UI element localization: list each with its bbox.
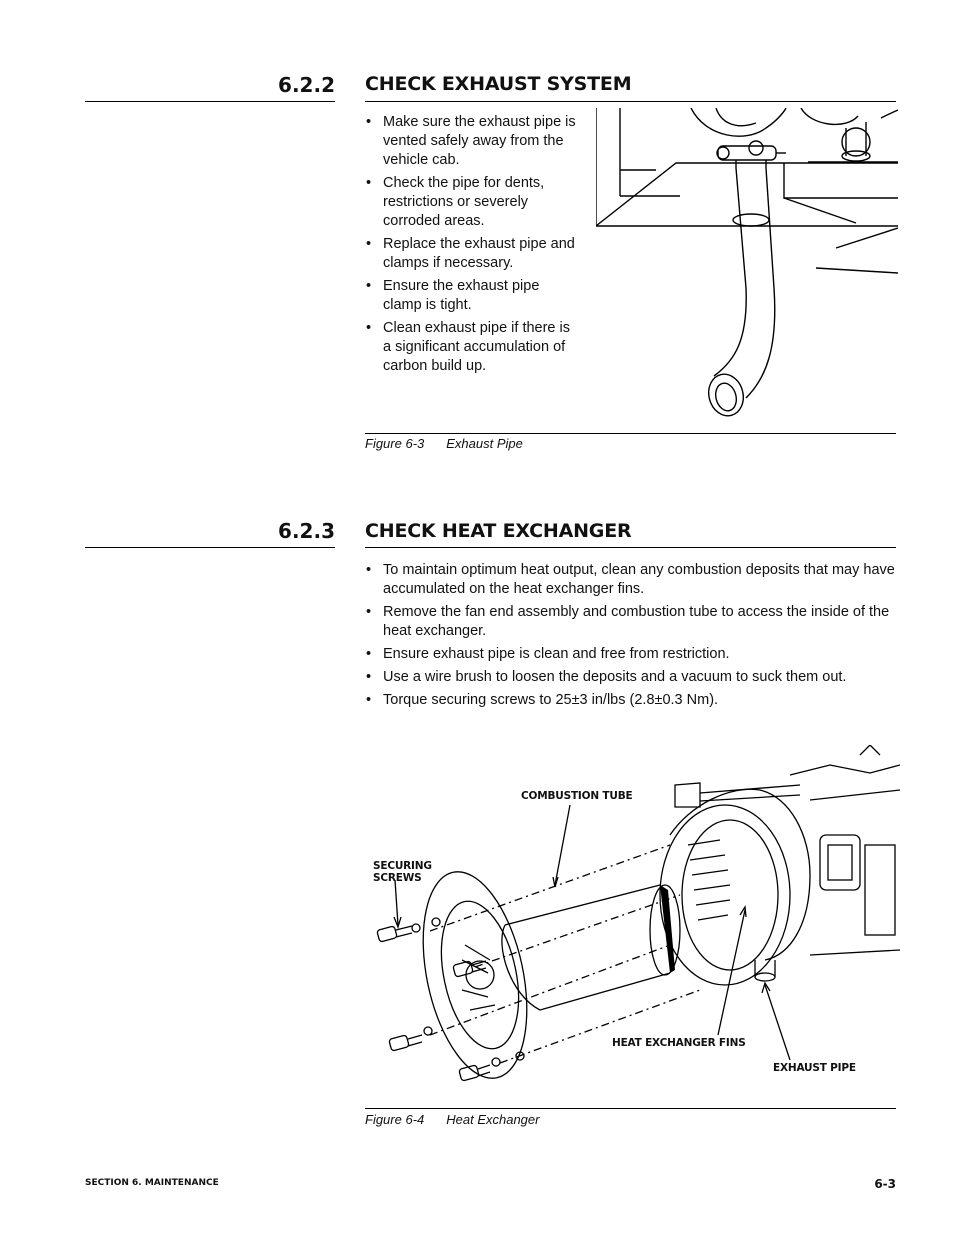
figure-rule: [365, 1108, 896, 1109]
section-number: 6.2.3: [278, 519, 335, 543]
list-item: Replace the exhaust pipe and clamps if n…: [365, 235, 580, 273]
list-item: To maintain optimum heat output, clean a…: [365, 561, 900, 599]
section-rule-left: [85, 547, 335, 548]
figure-rule: [365, 433, 896, 434]
section-title: CHECK HEAT EXCHANGER: [365, 520, 632, 542]
figure-label: Figure 6-3: [365, 436, 425, 451]
footer-section: SECTION 6. MAINTENANCE: [85, 1178, 219, 1188]
exhaust-pipe-illustration: [596, 108, 898, 417]
list-item: Ensure exhaust pipe is clean and free fr…: [365, 645, 900, 664]
callout-heat-exchanger-fins: HEAT EXCHANGER FINS: [612, 1037, 746, 1049]
callout-combustion-tube: COMBUSTION TUBE: [521, 790, 633, 802]
figure-caption: Figure 6-3 Exhaust Pipe: [365, 436, 523, 451]
section-title: CHECK EXHAUST SYSTEM: [365, 73, 632, 95]
list-item: Use a wire brush to loosen the deposits …: [365, 668, 900, 687]
list-item: Check the pipe for dents, restrictions o…: [365, 174, 580, 231]
callout-securing-screws-line2: SCREWS: [373, 872, 422, 884]
list-item: Ensure the exhaust pipe clamp is tight.: [365, 277, 580, 315]
callout-securing-screws-line1: SECURING: [373, 860, 432, 872]
list-item: Make sure the exhaust pipe is vented saf…: [365, 113, 580, 170]
section-number: 6.2.2: [278, 73, 335, 97]
list-item: Remove the fan end assembly and combusti…: [365, 603, 900, 641]
heat-exchanger-checklist: To maintain optimum heat output, clean a…: [365, 561, 900, 714]
heat-exchanger-illustration: [376, 745, 900, 1082]
figure-label: Figure 6-4: [365, 1112, 425, 1127]
figure-title: Heat Exchanger: [446, 1112, 540, 1127]
figure-title: Exhaust Pipe: [446, 436, 523, 451]
list-item: Torque securing screws to 25±3 in/lbs (2…: [365, 691, 900, 710]
section-rule-right: [365, 547, 896, 548]
section-rule-right: [365, 101, 896, 102]
exhaust-checklist: Make sure the exhaust pipe is vented saf…: [365, 113, 580, 380]
page-number: 6-3: [874, 1177, 896, 1191]
section-rule-left: [85, 101, 335, 102]
figure-caption: Figure 6-4 Heat Exchanger: [365, 1112, 539, 1127]
callout-exhaust-pipe: EXHAUST PIPE: [773, 1062, 856, 1074]
list-item: Clean exhaust pipe if there is a signifi…: [365, 319, 580, 376]
